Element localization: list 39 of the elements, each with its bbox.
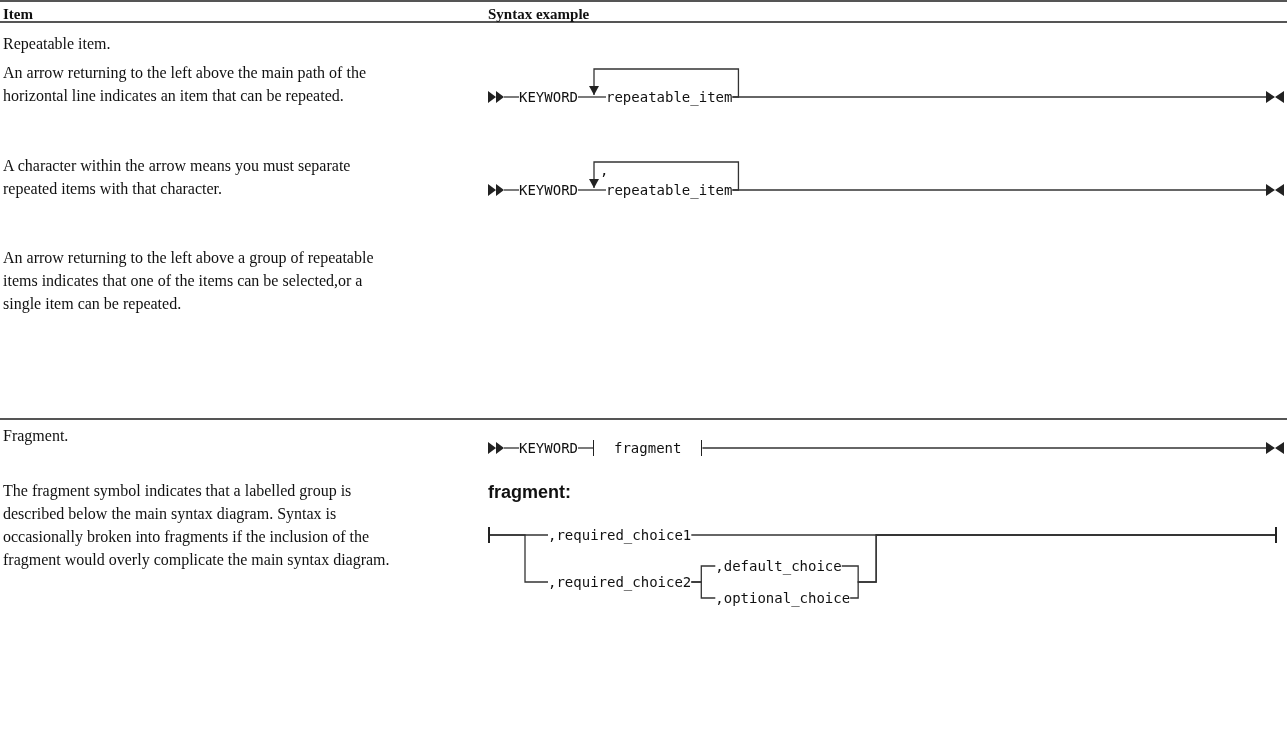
syntax-line <box>731 189 1267 191</box>
syntax-line <box>849 534 1276 599</box>
syntax-line <box>488 534 549 583</box>
syntax-line <box>577 96 607 98</box>
repeat-arrow <box>589 68 740 98</box>
syntax-end-symbol <box>1266 442 1284 454</box>
syntax-end-symbol <box>1266 91 1284 103</box>
item-name: Repeatable item. <box>3 34 112 55</box>
syntax-line <box>701 447 1267 449</box>
syntax-keyword: repeatable_item <box>606 182 733 198</box>
syntax-start-symbol <box>488 184 504 196</box>
description-text: An arrow returning to the left above the main path of the horizontal line indicates an item that can be repeated. <box>3 63 367 107</box>
syntax-line <box>577 189 607 191</box>
fragment-reference: fragment <box>593 440 703 456</box>
syntax-line <box>577 447 594 449</box>
column-header: Syntax example <box>488 5 590 24</box>
syntax-keyword: repeatable_item <box>606 89 733 105</box>
description-text: The fragment symbol indicates that a labelled group is described below the main syntax diagram. Syntax is occasionally broken into fragments if the inclusion of the fragment would overly complicate the main syntax diagram. <box>3 481 391 571</box>
syntax-keyword: ,default_choice <box>715 558 842 574</box>
syntax-start-symbol <box>488 442 504 454</box>
syntax-keyword: ,required_choice2 <box>548 574 692 590</box>
syntax-end-symbol <box>1266 184 1284 196</box>
syntax-line <box>731 96 1267 98</box>
syntax-keyword: KEYWORD <box>519 440 578 456</box>
fragment-heading: fragment: <box>488 481 571 504</box>
syntax-line <box>503 189 520 191</box>
item-name: Fragment. <box>3 426 70 447</box>
description-text: An arrow returning to the left above a group of repeatable items indicates that one of the items can be selected,or a single item can be repeated. <box>3 248 375 315</box>
syntax-keyword: KEYWORD <box>519 89 578 105</box>
column-header: Item <box>3 5 33 24</box>
syntax-line <box>690 581 716 599</box>
syntax-keyword: ,required_choice1 <box>548 527 692 543</box>
syntax-keyword: ,optional_choice <box>715 590 851 606</box>
syntax-line <box>503 96 520 98</box>
syntax-line <box>503 447 520 449</box>
syntax-keyword: KEYWORD <box>519 182 578 198</box>
repeat-arrow <box>589 161 740 191</box>
description-text: A character within the arrow means you must separate repeated items with that character. <box>3 156 352 200</box>
syntax-start-symbol <box>488 91 504 103</box>
